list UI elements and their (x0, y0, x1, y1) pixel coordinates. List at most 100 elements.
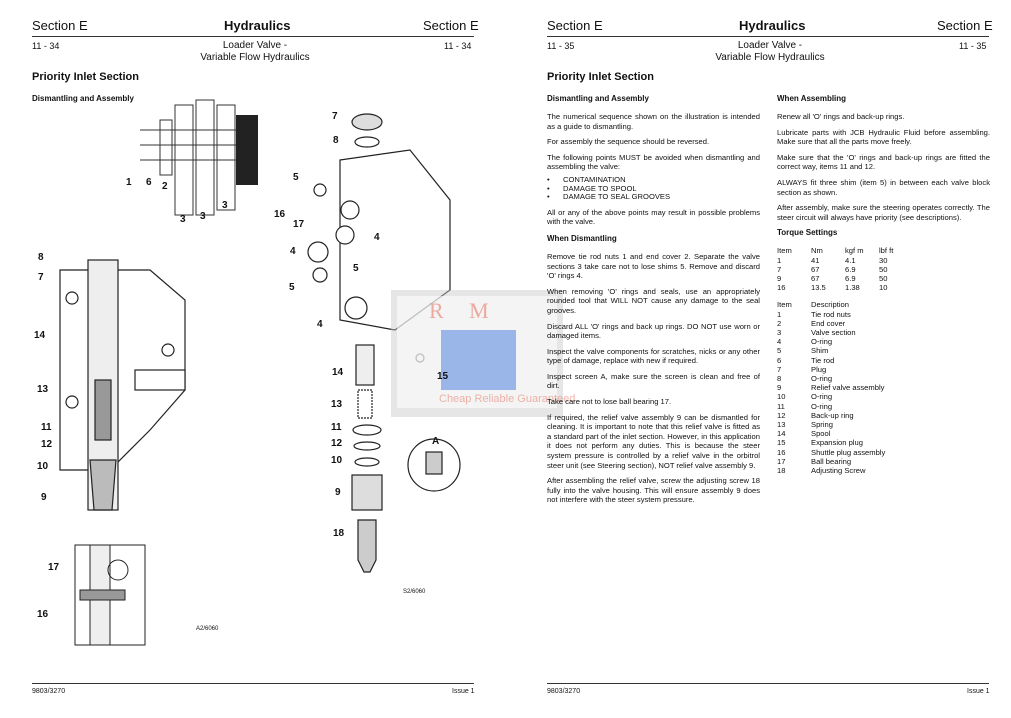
section-label: Section E (32, 18, 88, 33)
page-heading: Priority Inlet Section (32, 71, 139, 83)
table-cell: 11 (777, 401, 785, 411)
table-cell: Ball bearing (811, 456, 852, 466)
table-cell: 4.1 (845, 255, 856, 265)
header-cell: kgf m (845, 246, 864, 256)
page-number: 11 - 34 (32, 41, 60, 51)
callout: 8 (333, 135, 339, 146)
paragraph: Make sure that the 'O' rings and back-up… (777, 152, 990, 172)
subheading: Dismantling and Assembly (547, 94, 649, 103)
section-label: Section E (547, 18, 603, 33)
figure-code: S2/6060 (403, 589, 426, 595)
paragraph: If required, the relief valve assembly 9… (547, 412, 760, 470)
callout: 17 (48, 562, 60, 573)
callout: 10 (37, 461, 49, 472)
table-cell: 50 (879, 273, 888, 283)
doc-number: 9803/3270 (32, 688, 66, 695)
callout: 3 (222, 200, 228, 211)
subheading: When Assembling (777, 94, 847, 103)
table-cell: 30 (879, 255, 888, 265)
table-cell: 50 (879, 264, 888, 274)
table-cell: Shim (811, 346, 829, 356)
watermark-tagline: Cheap Reliable Guaranteed (439, 393, 576, 405)
callout: 8 (38, 252, 44, 263)
table-cell: Plug (811, 364, 827, 374)
callout: 17 (293, 219, 305, 230)
table-cell: 14 (777, 429, 786, 439)
table-cell: 2 (777, 318, 782, 328)
section-drawing (59, 259, 186, 511)
callout: 15 (437, 371, 449, 382)
header-cell: lbf ft (879, 246, 894, 256)
callout: 11 (331, 422, 342, 433)
valve-illustrations (59, 99, 461, 646)
issue-label: Issue 1 (967, 688, 990, 695)
table-cell: 7 (777, 364, 782, 374)
subtitle-line: Loader Valve - (222, 40, 288, 51)
table-cell: 18 (777, 466, 786, 476)
table-cell: 13.5 (811, 283, 826, 293)
subtitle-line: Variable Flow Hydraulics (200, 52, 310, 63)
callout: 14 (34, 330, 46, 341)
table-cell: 4 (777, 337, 782, 347)
paragraph: Renew all 'O' rings and back-up rings. (777, 112, 905, 121)
callout: 5 (289, 282, 295, 293)
callout: 12 (41, 439, 53, 450)
section-label-right: Section E (423, 18, 479, 33)
page-subtitle: Loader Valve -Variable Flow Hydraulics (180, 40, 330, 64)
callout: 7 (332, 111, 338, 122)
table-row: 13 Spring (777, 420, 897, 429)
paragraph: Lubricate parts with JCB Hydraulic Fluid… (777, 127, 990, 147)
paragraph: The following points MUST be avoided whe… (547, 152, 760, 172)
table-cell: 9 (777, 273, 782, 283)
table-cell: 12 (777, 410, 786, 420)
table-cell: O-ring (811, 373, 833, 383)
callout: 9 (335, 487, 341, 498)
paragraph: The numerical sequence shown on the illu… (547, 112, 760, 131)
paragraph: Inspect the valve components for scratch… (547, 346, 760, 366)
table-cell: Spring (811, 420, 833, 429)
page-number: 11 - 35 (547, 41, 575, 51)
valve-stack-drawing (140, 99, 240, 216)
callout: 4 (290, 246, 296, 257)
table-cell: 13 (777, 420, 786, 429)
table-cell: 10 (777, 392, 786, 402)
callout: 13 (37, 384, 49, 395)
exploded-drawing (307, 113, 461, 573)
watermark: R M Cheap Reliable Guaranteed (391, 290, 575, 417)
table-cell: 7 (777, 264, 782, 274)
callout: 5 (293, 172, 299, 183)
header-cell: Item (777, 246, 792, 256)
callout: 5 (353, 263, 359, 274)
callout: 4 (317, 319, 323, 330)
table-cell: 16 (777, 447, 786, 457)
callout: 4 (374, 232, 380, 243)
page-subtitle: Loader Valve -Variable Flow Hydraulics (695, 40, 845, 64)
callout: 9 (41, 492, 47, 503)
subtitle-line: Loader Valve - (737, 40, 803, 51)
bullet-item: DAMAGE TO SEAL GROOVES (547, 193, 760, 202)
table-cell: Shuttle plug assembly (811, 447, 886, 457)
callout: 2 (162, 181, 168, 192)
table-row: 8 O-ring (777, 374, 897, 383)
table-cell: 15 (777, 438, 786, 448)
callout: 11 (41, 422, 52, 433)
callout: 1 (126, 177, 132, 188)
page-number-right: 11 - 35 (959, 41, 987, 51)
table-cell: 8 (777, 373, 782, 383)
callout: 14 (332, 367, 344, 378)
callout: 12 (331, 438, 343, 449)
table-cell: 6.9 (845, 264, 856, 274)
subtitle-line: Variable Flow Hydraulics (715, 52, 825, 63)
